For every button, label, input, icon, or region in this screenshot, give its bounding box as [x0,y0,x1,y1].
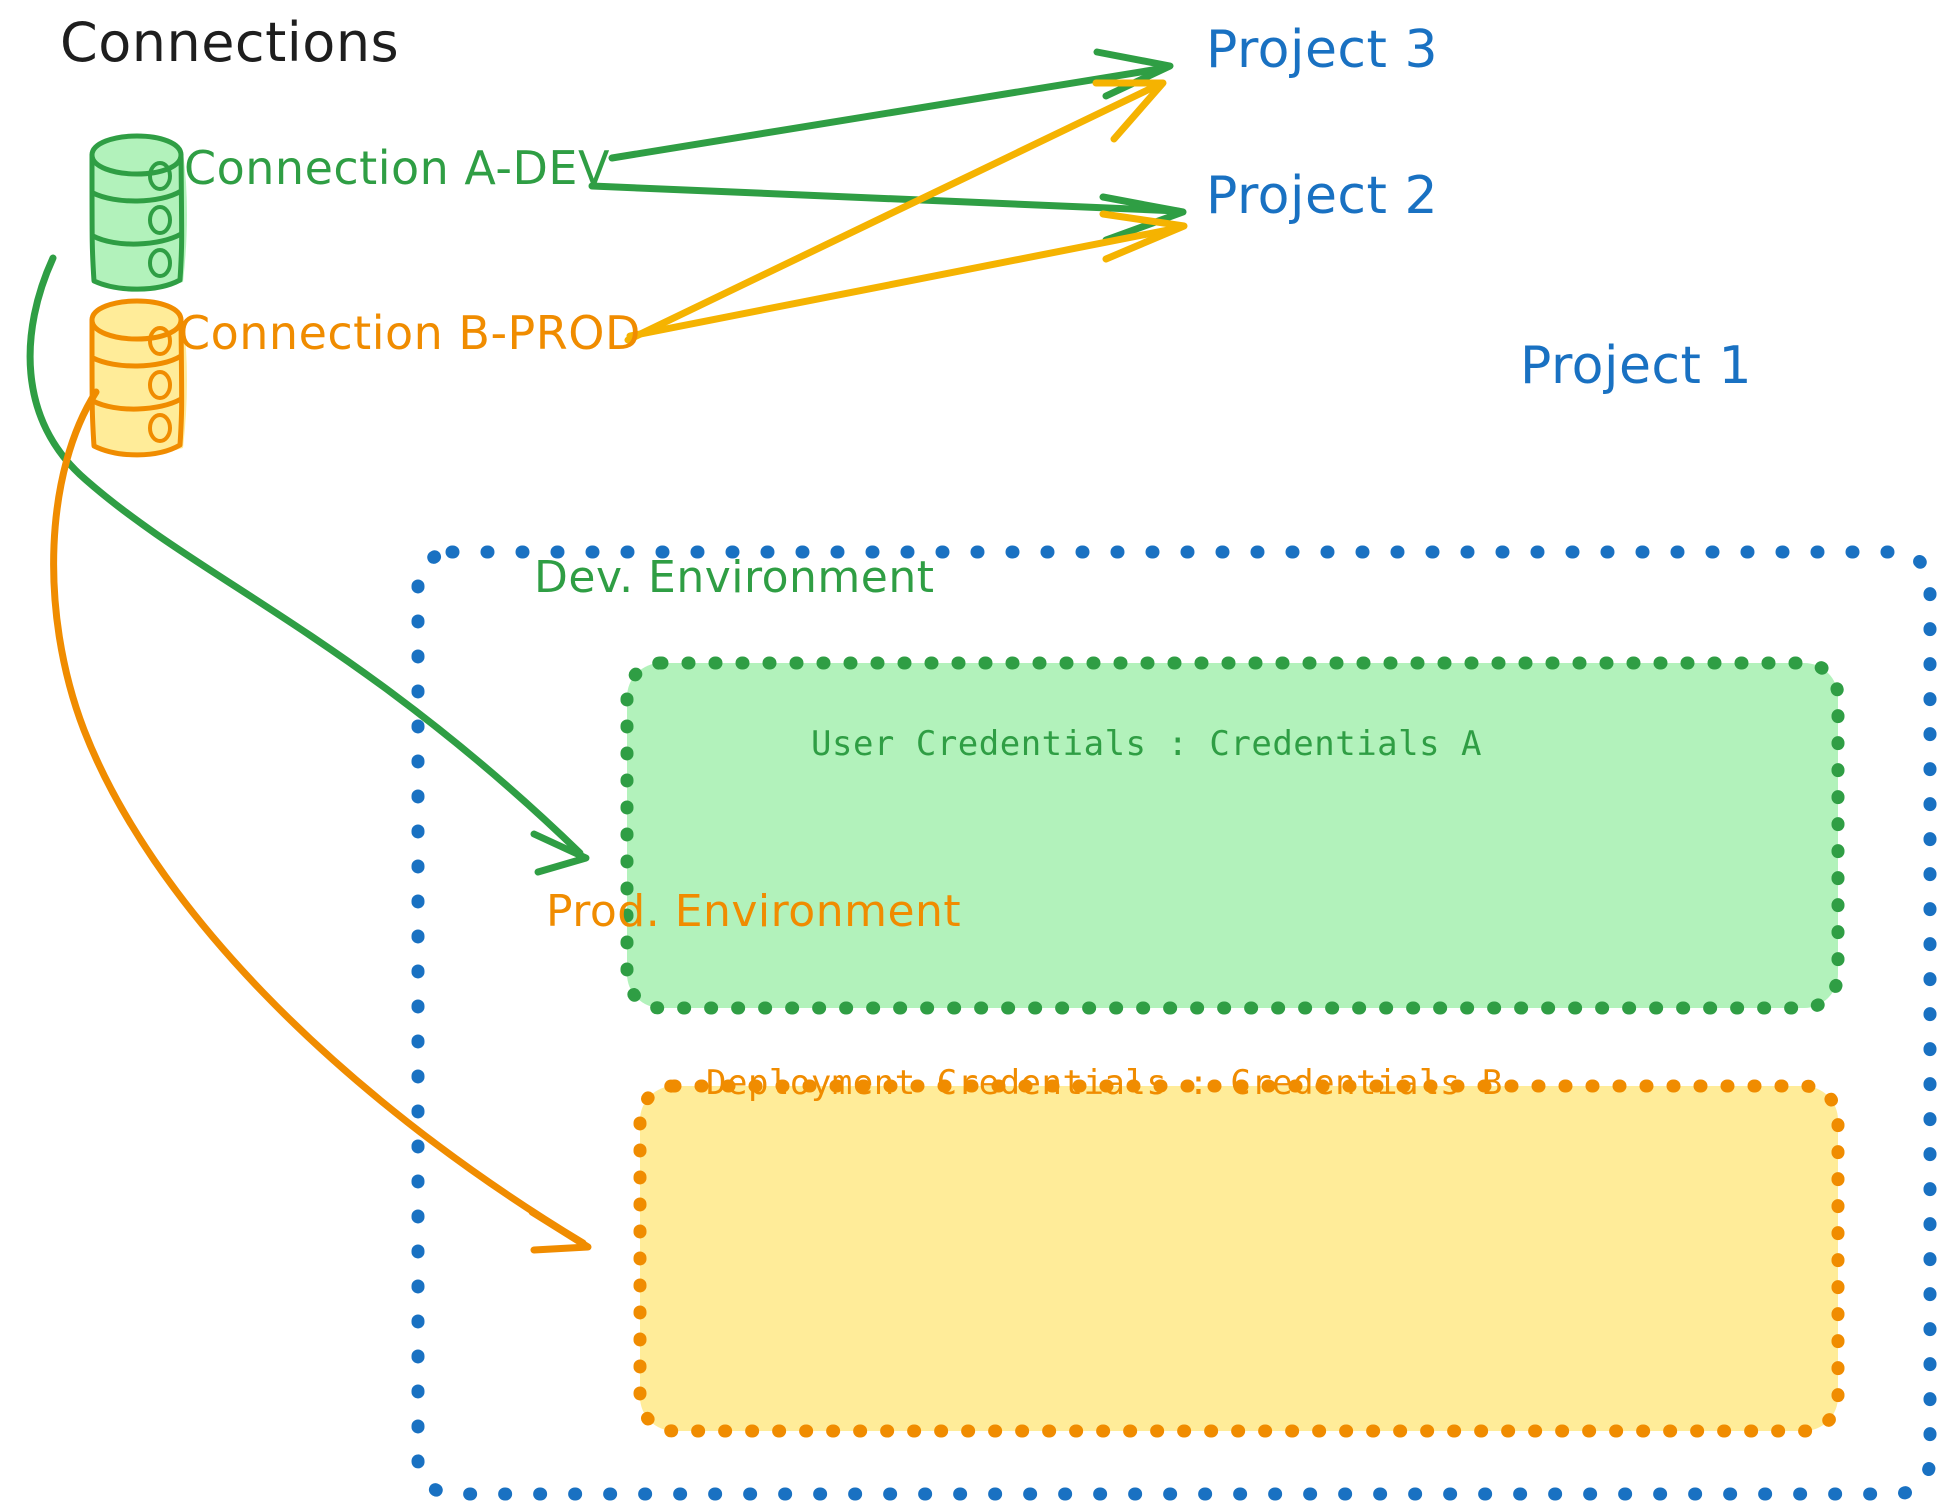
project-1-container-border [411,545,1937,1501]
arrow-conn-b-to-prod-environment [50,388,592,1254]
connection-b-prod-label[interactable]: Connection B-PROD [178,306,641,360]
project-3-label[interactable]: Project 3 [1206,20,1439,80]
arrow-conn-a-to-project-3 [608,48,1174,162]
dev-environment-credentials: User Credentials : Credentials A [811,724,1483,764]
prod-environment-title: Prod. Environment [546,886,962,937]
prod-environment-credentials: Deployment Credentials : Credentials B [706,1063,1503,1103]
database-cylinder-icon-orange [89,298,187,458]
project-1-label[interactable]: Project 1 [1520,336,1753,396]
arrow-conn-a-to-project-2 [588,182,1187,244]
arrow-conn-b-to-project-2 [626,210,1188,340]
arrow-conn-b-to-project-3 [624,79,1167,344]
connection-a-dev-label[interactable]: Connection A-DEV [184,141,610,195]
dev-environment-title: Dev. Environment [534,552,935,603]
page-title: Connections [60,11,400,74]
arrow-conn-a-to-dev-environment [26,254,590,876]
prod-environment-box [633,1079,1845,1438]
dev-environment-box [620,656,1845,1015]
database-cylinder-icon-green [89,133,187,292]
project-2-label[interactable]: Project 2 [1206,166,1439,226]
